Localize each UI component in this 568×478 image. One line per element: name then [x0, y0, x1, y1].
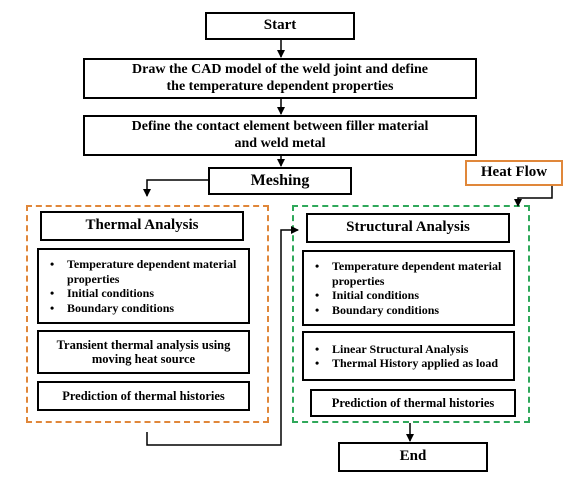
- transient-analysis-label: Transient thermal analysis using moving …: [56, 337, 231, 366]
- meshing-label: Meshing: [250, 171, 310, 189]
- structural-prediction-label: Prediction of thermal histories: [331, 395, 495, 410]
- structural-properties-list: Temperature dependent material propertie…: [310, 259, 513, 317]
- thermal-prediction-label: Prediction of thermal histories: [62, 388, 225, 403]
- thermal-prediction-box: Prediction of thermal histories: [37, 381, 250, 411]
- structural-analysis-title-box: Structural Analysis: [306, 213, 510, 243]
- transient-analysis-box: Transient thermal analysis using moving …: [37, 330, 250, 374]
- structural-properties-box: Temperature dependent material propertie…: [302, 250, 515, 326]
- arrow-heatflow-to-structural: [514, 186, 553, 207]
- contact-element-step-label: Define the contact element between fille…: [131, 119, 429, 151]
- structural-load-box: Linear Structural Analysis Thermal Histo…: [302, 331, 515, 381]
- structural-load-item: Linear Structural Analysis: [315, 342, 498, 357]
- structural-bullet-item: Boundary conditions: [315, 303, 513, 318]
- thermal-bullet-item: Initial conditions: [50, 286, 248, 301]
- structural-load-list: Linear Structural Analysis Thermal Histo…: [310, 342, 498, 371]
- structural-prediction-box: Prediction of thermal histories: [310, 389, 516, 417]
- thermal-properties-box: Temperature dependent material propertie…: [37, 248, 250, 324]
- heat-flow-label: Heat Flow: [480, 164, 548, 181]
- heat-flow-box: Heat Flow: [465, 160, 563, 186]
- contact-element-step-box: Define the contact element between fille…: [83, 115, 477, 156]
- thermal-properties-list: Temperature dependent material propertie…: [45, 257, 248, 315]
- arrow-meshing-to-thermal: [143, 179, 208, 197]
- thermal-bullet-item: Temperature dependent material propertie…: [50, 257, 248, 286]
- arrow-thermal-to-structural: [146, 226, 299, 446]
- end-box: End: [338, 442, 488, 472]
- structural-bullet-item: Initial conditions: [315, 288, 513, 303]
- cad-model-step-label: Draw the CAD model of the weld joint and…: [132, 62, 428, 94]
- structural-analysis-title: Structural Analysis: [346, 219, 470, 236]
- structural-load-item: Thermal History applied as load: [315, 356, 498, 371]
- start-box: Start: [205, 12, 355, 40]
- start-label: Start: [263, 17, 297, 34]
- thermal-analysis-title-box: Thermal Analysis: [40, 211, 244, 241]
- cad-model-step-box: Draw the CAD model of the weld joint and…: [83, 58, 477, 99]
- thermal-bullet-item: Boundary conditions: [50, 301, 248, 316]
- end-label: End: [399, 448, 427, 465]
- meshing-box: Meshing: [208, 167, 352, 195]
- thermal-analysis-title: Thermal Analysis: [85, 217, 199, 234]
- structural-bullet-item: Temperature dependent material propertie…: [315, 259, 513, 288]
- thermal-analysis-group: [26, 205, 269, 423]
- structural-analysis-group: [292, 205, 530, 423]
